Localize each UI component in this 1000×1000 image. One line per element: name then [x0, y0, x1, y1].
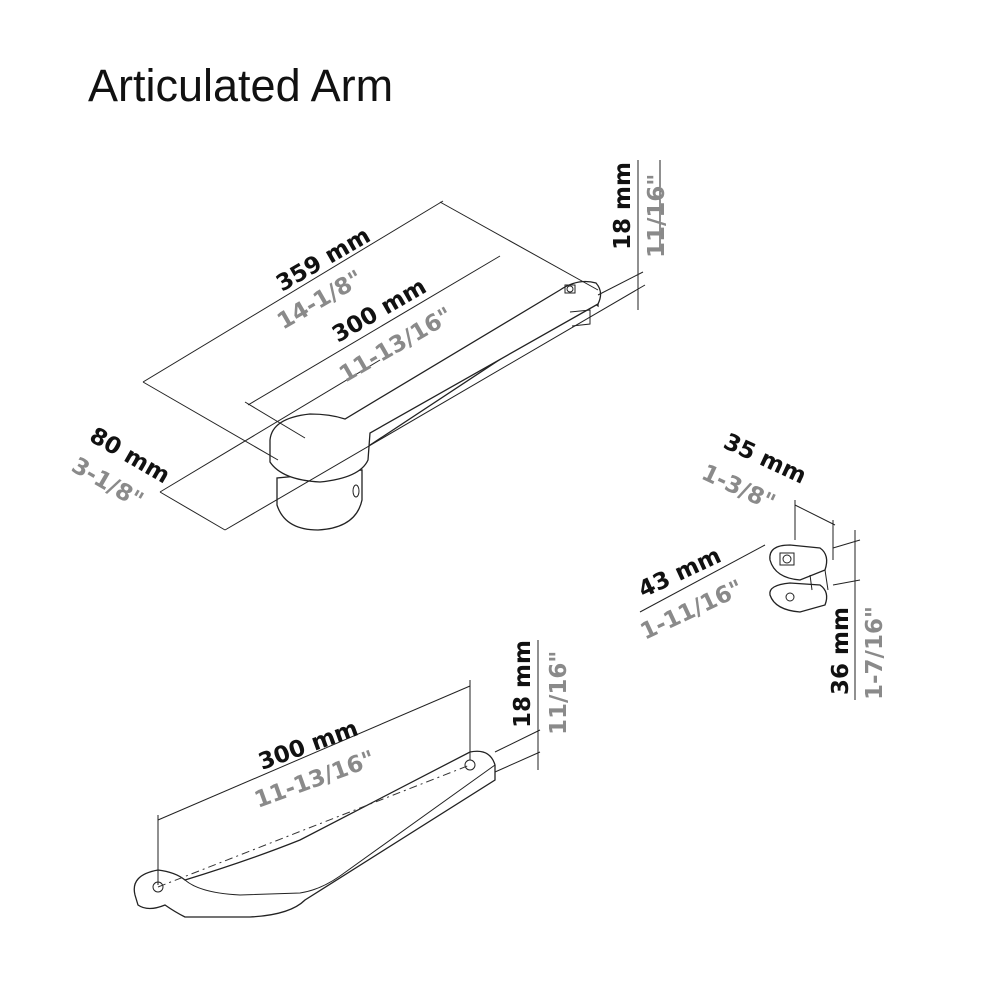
top-arm-drawing: [269, 280, 602, 531]
bottom-arm-thickness-in: 11/16": [546, 651, 572, 735]
top-arm-thickness-mm: 18 mm: [610, 162, 636, 250]
bracket-dimension-lines: 35 mm 1-3/8" 43 mm 1-11/16" 36 mm 1-7/16…: [635, 429, 888, 700]
page-title: Articulated Arm: [88, 60, 394, 111]
bottom-arm-thickness-mm: 18 mm: [510, 640, 536, 728]
bottom-arm-drawing: [133, 750, 496, 918]
bracket-height-in: 1-7/16": [862, 606, 888, 700]
bracket-drawing: [769, 544, 829, 613]
top-arm-dimension-lines: 359 mm 14-1/8" 300 mm 11-13/16" 80 mm 3-…: [67, 160, 670, 531]
top-arm-thickness-in: 11/16": [644, 174, 670, 258]
bracket-height-mm: 36 mm: [828, 607, 854, 695]
